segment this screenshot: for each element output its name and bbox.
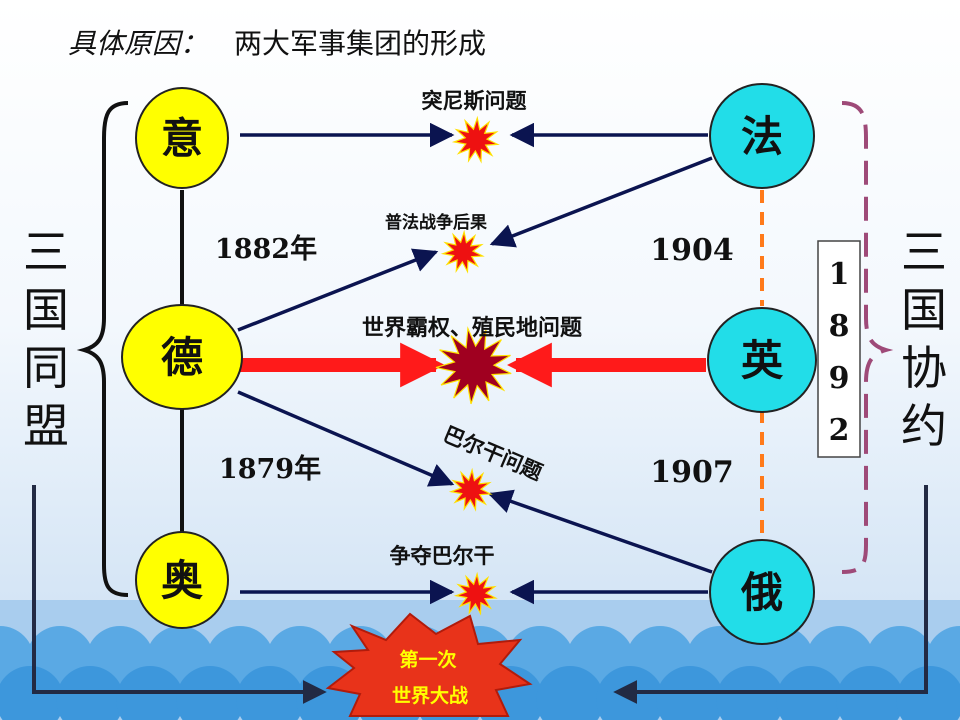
country-britain: 英 (741, 336, 784, 385)
arrow-germany-francoprussian (237, 248, 439, 332)
year-1904-label: 1904 (650, 233, 734, 268)
burst-balkans (448, 467, 493, 512)
entente-bracket (841, 101, 894, 574)
conflict-hegemony-label: 世界霸权、殖民地问题 (362, 315, 583, 341)
arrow-russia-balkans (487, 489, 713, 574)
page-title: 具体原因： 两大军事集团的形成 (68, 22, 486, 62)
burst-francoprussian (440, 229, 485, 274)
conflict-balkans-label: 巴尔干问题 (440, 422, 547, 486)
arrow-germany-balkans (237, 390, 455, 487)
node-britain: 英 (707, 307, 817, 413)
conflict-francoprussian-label: 普法战争后果 (385, 212, 487, 233)
conflict-balkans-contest-label: 争夺巴尔干 (390, 544, 495, 568)
burst-hegemony (435, 326, 512, 405)
year-1882-label: 1882年 (215, 233, 317, 265)
year-1907-label: 1907 (650, 455, 734, 490)
country-france: 法 (741, 112, 783, 161)
arrow-alliance-to-war (32, 485, 327, 704)
arrow-entente-to-war (613, 485, 928, 704)
node-france: 法 (709, 83, 815, 189)
triple-entente-label: 三国协约 (901, 225, 947, 453)
alliance-brace (76, 101, 129, 597)
country-russia: 俄 (740, 568, 783, 617)
node-austria: 奥 (135, 531, 229, 629)
node-italy: 意 (135, 87, 229, 189)
year-1892-box (817, 240, 861, 458)
country-italy: 意 (161, 114, 203, 163)
world-war-burst (325, 612, 533, 717)
year-1879-label: 1879年 (219, 453, 321, 485)
title-main: 两大军事集团的形成 (234, 27, 487, 60)
country-austria: 奥 (161, 556, 203, 605)
node-germany: 德 (121, 304, 243, 410)
triple-alliance-label: 三国同盟 (23, 225, 69, 453)
country-germany: 德 (161, 333, 203, 382)
arrow-france-francoprussian (489, 156, 713, 248)
conflict-tunisia-label: 突尼斯问题 (422, 89, 528, 113)
title-prefix: 具体原因： (68, 27, 209, 60)
burst-balkans-contest (453, 571, 498, 616)
war-line1: 第一次 (399, 648, 456, 671)
war-line2: 世界大战 (392, 684, 468, 707)
burst-tunisia (451, 115, 500, 164)
node-russia: 俄 (709, 539, 815, 645)
